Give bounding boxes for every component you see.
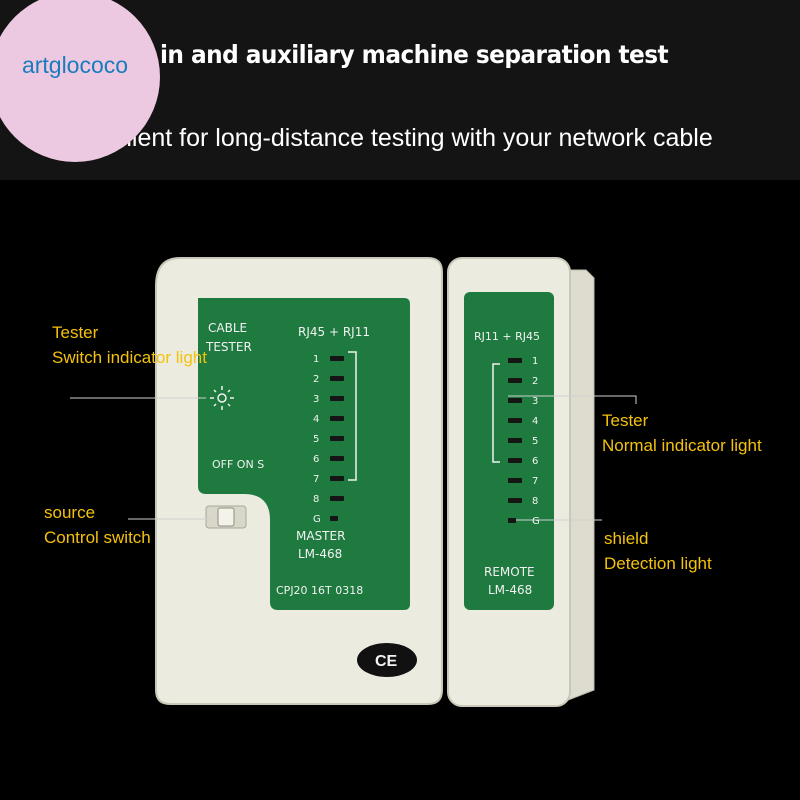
master-panel xyxy=(198,298,410,610)
callout-source-switch: source Control switch xyxy=(44,500,151,550)
master-pin-label: 6 xyxy=(313,454,319,465)
master-serial: CPJ20 16T 0318 xyxy=(276,584,363,597)
remote-led xyxy=(508,358,522,363)
master-led xyxy=(330,436,344,441)
remote-pin-label: 8 xyxy=(532,496,538,507)
master-bracket xyxy=(348,351,357,481)
master-title-line1: CABLE xyxy=(208,321,247,335)
remote-pin-label: G xyxy=(532,516,540,527)
remote-pin-label: 5 xyxy=(532,436,538,447)
remote-led xyxy=(508,458,522,463)
remote-pin-label: 3 xyxy=(532,396,538,407)
headline: in and auxiliary machine separation test xyxy=(160,40,669,69)
ce-mark: CE xyxy=(375,653,398,670)
master-pin-label: G xyxy=(313,514,321,525)
callout-tester-normal-line1: Tester xyxy=(602,411,649,430)
master-led xyxy=(330,496,344,501)
callout-tester-normal-line2: Normal indicator light xyxy=(602,436,762,455)
master-led-column: 1 2 3 4 5 6 7 8G xyxy=(313,354,344,525)
remote-led xyxy=(508,438,522,443)
remote-panel xyxy=(464,292,554,610)
remote-pin-label: 2 xyxy=(532,376,538,387)
master-led xyxy=(330,376,344,381)
callout-source-switch-line1: source xyxy=(44,503,96,522)
watermark-text: artglococo xyxy=(21,52,129,78)
switch-indicator-light xyxy=(210,386,234,410)
remote-pin-label: 1 xyxy=(532,356,538,367)
remote-led xyxy=(508,378,522,383)
leader-tester-normal xyxy=(508,395,637,404)
callout-tester-normal: Tester Normal indicator light xyxy=(602,408,762,458)
ce-mark-oval xyxy=(357,643,417,677)
callout-tester-switch-line2: Switch indicator light xyxy=(52,348,207,367)
remote-model-line1: REMOTE xyxy=(484,565,535,579)
master-pin-label: 4 xyxy=(313,414,319,425)
remote-pin-label: 7 xyxy=(532,476,538,487)
master-pin-label: 7 xyxy=(313,474,319,485)
callout-shield-line2: Detection light xyxy=(604,554,712,573)
master-led xyxy=(330,356,344,361)
master-pin-label: 3 xyxy=(313,394,319,405)
master-led xyxy=(330,396,344,401)
master-pin-label: 2 xyxy=(313,374,319,385)
master-model-line2: LM-468 xyxy=(298,547,342,561)
callout-tester-switch-line1: Tester xyxy=(52,323,99,342)
remote-bracket xyxy=(492,363,500,463)
remote-pin-label: 4 xyxy=(532,416,538,427)
master-switch-label: OFF ON S xyxy=(212,458,264,471)
callout-tester-switch: Tester Switch indicator light xyxy=(52,320,207,370)
master-led xyxy=(330,456,344,461)
master-pin-label: 5 xyxy=(313,434,319,445)
subline: nient for long-distance testing with you… xyxy=(118,124,713,152)
master-led xyxy=(330,516,338,521)
remote-led xyxy=(508,398,522,403)
master-title-line2: TESTER xyxy=(205,340,252,354)
callout-source-switch-line2: Control switch xyxy=(44,528,151,547)
master-model-line1: MASTER xyxy=(296,529,345,543)
watermark-logo: artglococo xyxy=(0,0,160,162)
remote-pin-label: 6 xyxy=(532,456,538,467)
remote-model-line2: LM-468 xyxy=(488,583,532,597)
master-led xyxy=(330,476,344,481)
master-port-label: RJ45 + RJ11 xyxy=(298,325,370,339)
master-pin-label: 1 xyxy=(313,354,319,365)
callout-shield-line1: shield xyxy=(604,529,649,548)
source-switch-knob xyxy=(217,507,235,527)
remote-led xyxy=(508,418,522,423)
remote-led-column: 1 2 3 4 5 6 7 8G xyxy=(508,356,540,527)
master-led xyxy=(330,416,344,421)
remote-led xyxy=(508,478,522,483)
remote-led xyxy=(508,498,522,503)
remote-led xyxy=(508,518,516,523)
master-pin-label: 8 xyxy=(313,494,319,505)
callout-shield: shield Detection light xyxy=(604,526,712,576)
remote-port-label: RJ11 + RJ45 xyxy=(474,330,540,343)
